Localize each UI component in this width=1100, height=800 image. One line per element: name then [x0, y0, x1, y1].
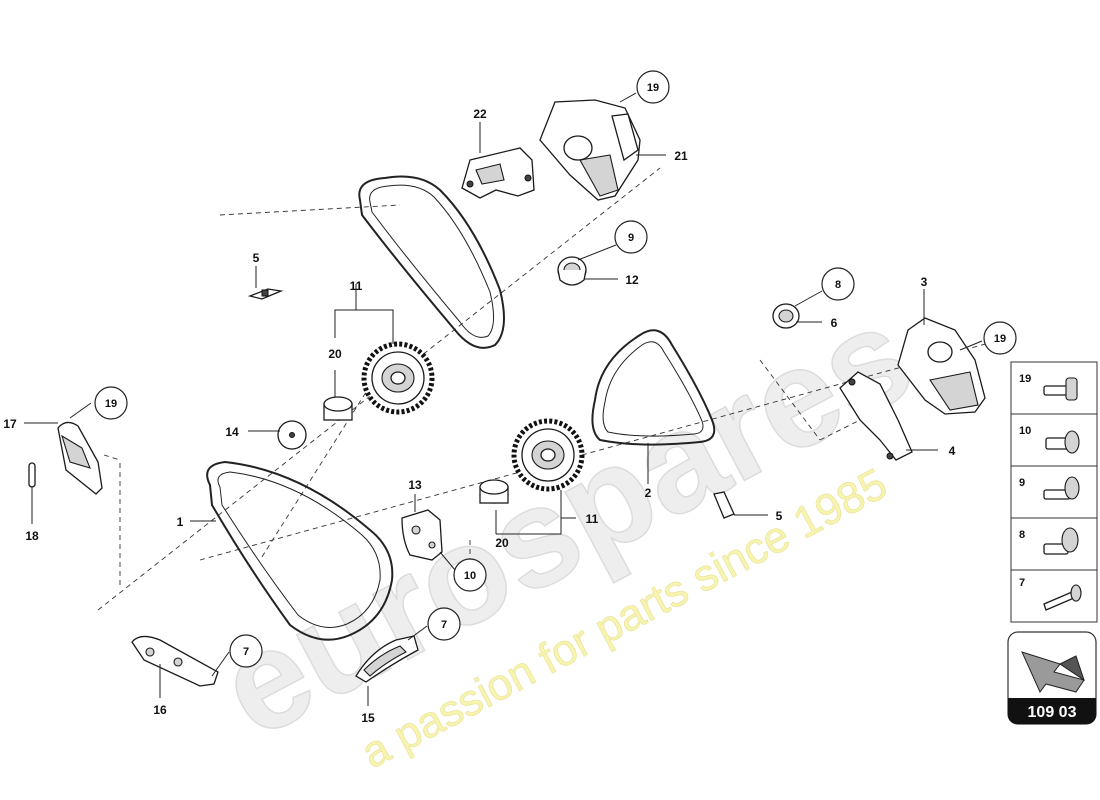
- callout-19-left: 19: [94, 386, 128, 420]
- part-label-12: 12: [625, 273, 639, 287]
- cover-bracket-4: [839, 371, 913, 461]
- assembly-axes: [97, 167, 1001, 611]
- chain-tensioner: [401, 509, 443, 561]
- bolt-icon: [1045, 430, 1080, 454]
- callout-7-center: 7: [427, 607, 461, 641]
- arrow-icon: [1021, 651, 1085, 693]
- callout-8: 8: [821, 267, 855, 301]
- svg-text:19: 19: [647, 82, 659, 94]
- part-label-13: 13: [408, 478, 422, 492]
- fastener-row-8: 8: [1010, 517, 1098, 571]
- part-label-6: 6: [831, 316, 838, 330]
- callout-10: 10: [453, 558, 487, 592]
- bolt-icon: [1043, 527, 1079, 555]
- svg-text:8: 8: [835, 279, 841, 291]
- part-label-5-lower: 5: [776, 509, 783, 523]
- svg-text:9: 9: [628, 232, 634, 244]
- fastener-row-10: 10: [1010, 413, 1098, 467]
- part-label-20-lower: 20: [495, 536, 509, 550]
- part-labels: 1 2 3 4 5 5 6 11 11 12 13 14 15 16 17 18…: [3, 107, 955, 725]
- callout-19-right: 19: [983, 321, 1017, 355]
- reference-page-number: 109 03: [1028, 704, 1077, 721]
- part-label-18: 18: [25, 529, 39, 543]
- bolt-icon: [1043, 476, 1080, 500]
- part-label-22: 22: [473, 107, 487, 121]
- part-label-11-upper: 11: [350, 279, 363, 293]
- bushing-upper: [323, 396, 353, 421]
- timing-cover-21: [539, 99, 641, 201]
- timing-cover-3: [897, 317, 986, 415]
- callout-19-top: 19: [636, 70, 670, 104]
- guide-rail-lower-left: [131, 635, 219, 687]
- part-label-4: 4: [949, 444, 956, 458]
- callout-9: 9: [614, 220, 648, 254]
- fastener-row-19: 19: [1010, 361, 1098, 415]
- reference-box[interactable]: 109 03: [1007, 631, 1097, 725]
- part-label-1: 1: [177, 515, 184, 529]
- guide-pin-upper: [247, 288, 284, 300]
- fastener-row-9: 9: [1010, 465, 1098, 519]
- part-label-15: 15: [361, 711, 375, 725]
- part-label-20-upper: 20: [328, 347, 342, 361]
- cover-bracket-22: [461, 147, 535, 199]
- sealing-plug: [277, 420, 307, 450]
- part-label-11-lower: 11: [586, 512, 599, 526]
- svg-text:7: 7: [243, 646, 249, 658]
- part-label-2: 2: [645, 486, 652, 500]
- fastener-row-7: 7: [1010, 569, 1098, 623]
- svg-text:7: 7: [1019, 577, 1025, 589]
- bolt-icon: [1043, 584, 1082, 611]
- timing-chain-upper: [358, 175, 505, 349]
- part-label-16: 16: [153, 703, 167, 717]
- svg-text:19: 19: [105, 398, 117, 410]
- camshaft-sprocket-upper: [361, 341, 435, 415]
- fastener-table: 19 10 9 8: [1010, 361, 1098, 623]
- svg-text:19: 19: [1019, 373, 1031, 385]
- guide-pin-lower: [713, 491, 735, 519]
- rail-pin: [28, 462, 36, 488]
- bushing-lower: [479, 479, 509, 504]
- leader-lines: [24, 92, 983, 706]
- svg-text:9: 9: [1019, 477, 1025, 489]
- part-label-14: 14: [225, 425, 239, 439]
- svg-text:10: 10: [464, 570, 476, 582]
- part-label-17: 17: [3, 417, 17, 431]
- part-label-21: 21: [674, 149, 688, 163]
- svg-text:8: 8: [1019, 529, 1025, 541]
- svg-text:7: 7: [441, 619, 447, 631]
- guide-rail-lower-center: [355, 635, 419, 683]
- part-label-3: 3: [921, 275, 928, 289]
- watermark: eurospares a passion for parts since 198…: [195, 274, 937, 779]
- bolt-icon: [1043, 377, 1078, 401]
- idler-pulley: [557, 256, 587, 286]
- timing-chain-2: [591, 329, 716, 446]
- tensioner-rail-left: [57, 421, 103, 495]
- svg-text:10: 10: [1019, 425, 1031, 437]
- washer: [772, 303, 800, 329]
- part-label-5-upper: 5: [253, 251, 260, 265]
- camshaft-sprocket-lower: [511, 418, 585, 492]
- timing-chain-1: [206, 460, 394, 641]
- fastener-callouts: 19 19 9 8 19 10 7 7: [94, 70, 1017, 668]
- svg-text:19: 19: [994, 333, 1006, 345]
- callout-7-left: 7: [229, 634, 263, 668]
